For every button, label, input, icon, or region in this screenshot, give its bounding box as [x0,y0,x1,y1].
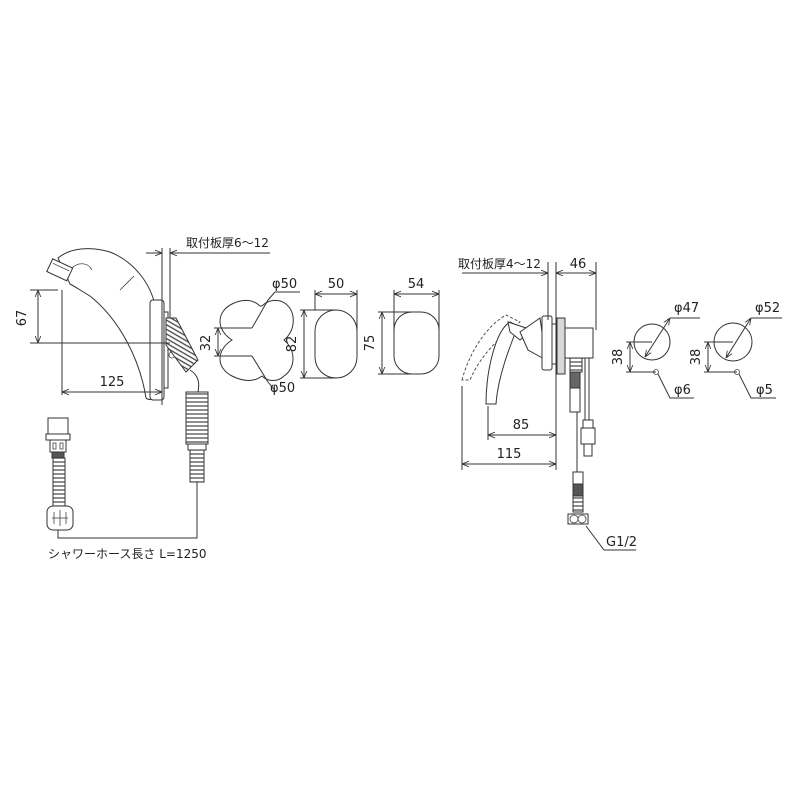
height-dim-67: 67 [15,310,30,327]
pattern-b-pin-diameter: φ5 [756,383,773,398]
escutcheon-b-height: 75 [363,335,378,352]
pattern-a-main-diameter: φ47 [674,301,699,316]
lever-dim-85: 85 [513,418,530,433]
escutcheon-b-width: 54 [408,277,425,292]
mounting-hole-double: 32 φ50 φ50 [199,277,300,396]
pattern-a-pin-diameter: φ6 [674,383,691,398]
left-faucet-side-view: 67 125 取付板厚6～12 [15,236,270,483]
pattern-a-spacing: 38 [611,349,626,366]
escutcheon-a-width: 50 [328,277,345,292]
hose-length-label: シャワーホース長さ L=1250 [48,547,207,561]
hole-spacing-32: 32 [199,335,214,352]
mount-thickness-label: 取付板厚6～12 [186,236,269,250]
depth-dim-46: 46 [570,257,587,272]
right-faucet-side-view: 取付板厚4～12 46 85 115 G1/2 [458,257,637,551]
pattern-b-spacing: 38 [689,349,704,366]
escutcheon-a-height: 82 [285,336,300,353]
hole-pattern-b: 38 φ52 φ5 [689,301,782,399]
hole-top-diameter: φ50 [272,277,297,292]
hole-bottom-diameter: φ50 [270,381,295,396]
right-mount-thickness-label: 取付板厚4～12 [458,257,541,271]
connection-label-g12: G1/2 [606,535,637,550]
reach-dim-125: 125 [100,375,125,390]
shower-hose: シャワーホース長さ L=1250 [45,417,207,561]
hole-pattern-a: 38 φ47 φ6 [611,301,700,399]
reach-dim-115: 115 [497,447,522,462]
pattern-b-main-diameter: φ52 [755,301,780,316]
escutcheon-a: 50 82 [285,277,358,379]
escutcheon-b: 54 75 [363,277,440,375]
